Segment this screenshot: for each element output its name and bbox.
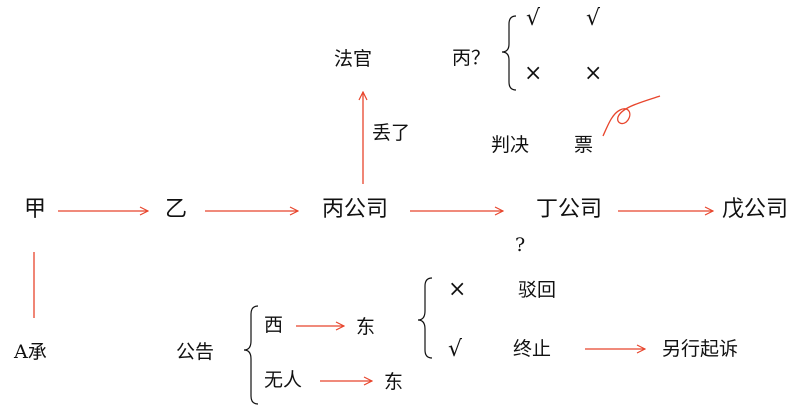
node-yi: 乙 — [165, 197, 188, 222]
mark-cross-1: × — [524, 61, 543, 86]
label-terminate: 终止 — [513, 338, 552, 360]
node-ding-company: 丁公司 — [536, 197, 603, 222]
label-lost: 丢了 — [372, 122, 411, 144]
label-ticket: 票 — [574, 134, 594, 156]
label-judgment: 判决 — [491, 134, 530, 156]
bracket-outcomes — [417, 277, 433, 359]
mark-cross-2: × — [584, 61, 603, 86]
label-dismiss: 驳回 — [518, 279, 557, 301]
node-a-accept: A承 — [14, 341, 47, 363]
label-question-mark: ? — [515, 234, 526, 256]
label-nobody: 无人 — [264, 369, 303, 391]
mark-check-2: √ — [586, 6, 601, 31]
label-sue-separately: 另行起诉 — [662, 338, 739, 360]
node-jia: 甲 — [24, 197, 47, 222]
label-east-1: 东 — [356, 316, 376, 338]
scribble-mark — [602, 95, 661, 137]
label-east-2: 东 — [384, 371, 404, 393]
node-announcement: 公告 — [176, 341, 215, 363]
node-judge: 法官 — [334, 48, 373, 70]
node-bing-question: 丙？ — [452, 47, 491, 69]
mark-cross-3: × — [448, 277, 467, 302]
bracket-bing-question — [501, 15, 517, 91]
mark-check-3: √ — [448, 337, 463, 362]
node-bing-company: 丙公司 — [322, 197, 389, 222]
label-west: 西 — [264, 314, 284, 336]
bracket-announcement — [243, 305, 259, 405]
mark-check-1: √ — [526, 6, 541, 31]
node-wu-company: 戊公司 — [722, 197, 789, 222]
